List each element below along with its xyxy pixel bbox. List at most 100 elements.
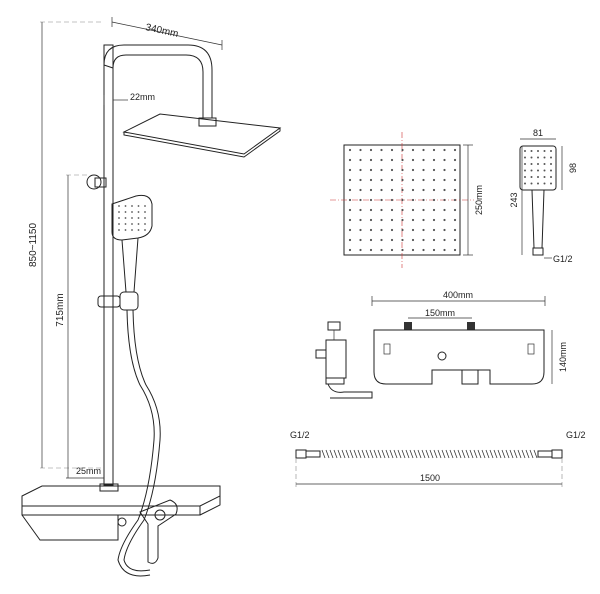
nozzle-dot — [401, 148, 404, 152]
hand-nozzle-dot — [524, 163, 526, 165]
hand-nozzle-dot — [131, 229, 133, 231]
hand-nozzle-dot — [118, 217, 120, 219]
hose-coil-segment — [397, 449, 402, 459]
nozzle-dot — [359, 158, 362, 162]
hand-nozzle-dot — [131, 217, 133, 219]
hand-nozzle-dot — [131, 205, 133, 207]
hose-coil-segment — [329, 449, 334, 459]
rail-length-label: 715mm — [55, 293, 66, 326]
nozzle-dot — [401, 168, 404, 172]
hose-coil-segment — [533, 449, 538, 459]
nozzle-dot — [390, 218, 394, 222]
bottom-pipe-label: 25mm — [76, 466, 101, 476]
hand-nozzle-dot — [137, 205, 140, 207]
nozzle-dot — [432, 248, 436, 252]
nozzle-dot — [401, 158, 404, 162]
nozzle-dot — [453, 178, 457, 182]
hand-nozzle-dot — [530, 156, 533, 159]
front-knob — [437, 351, 447, 361]
nozzle-dot — [359, 198, 362, 202]
nozzle-dot — [422, 158, 425, 162]
nozzle-dot — [443, 178, 446, 182]
nozzle-dot — [390, 238, 394, 242]
hose-coil-segment — [417, 449, 422, 459]
hose-coil-segment — [473, 449, 478, 459]
hose-coil-segment — [493, 449, 498, 459]
hand-shower — [111, 194, 153, 293]
nozzle-dot — [453, 188, 457, 192]
nozzle-dot — [348, 188, 352, 192]
nozzle-dot — [453, 248, 457, 252]
hand-nozzle-dot — [537, 182, 539, 185]
hand-nozzle-dot — [124, 229, 127, 231]
nozzle-dot — [411, 188, 415, 192]
nozzle-dot — [348, 198, 352, 202]
nozzle-dot — [422, 248, 425, 252]
hand-nozzle-dot — [537, 150, 539, 152]
hose-coil-segment — [345, 449, 350, 459]
nozzle-dot — [369, 168, 373, 172]
hose-coil-segment — [449, 449, 454, 459]
hand-nozzle-dot — [124, 205, 127, 207]
hose-coil-segment — [361, 449, 366, 459]
hand-nozzle-dot — [530, 176, 533, 178]
nozzle-dot — [380, 218, 383, 222]
hand-width-label: 81 — [533, 128, 543, 138]
hose-coil-segment — [321, 449, 326, 459]
nozzle-dot — [369, 208, 373, 212]
hand-thread-fitting — [532, 247, 544, 256]
nozzle-dot — [380, 158, 383, 162]
hand-nozzle-dot — [524, 176, 526, 178]
hose-coil-segment — [365, 449, 370, 459]
hose-coil-segment — [509, 449, 514, 459]
nozzle-dot — [432, 218, 436, 222]
nozzle-dot — [380, 178, 383, 182]
hand-nozzle-dot — [144, 217, 146, 219]
nozzle-dot — [369, 198, 373, 202]
hand-nozzle-dot — [530, 169, 533, 172]
hose-coil — [321, 449, 538, 459]
inlet-right — [467, 322, 475, 330]
nozzle-dot — [348, 248, 352, 252]
nozzle-dot — [369, 218, 373, 222]
hand-nozzle-dot — [131, 223, 133, 225]
hand-nozzle-dot — [530, 182, 533, 185]
nozzle-dot — [359, 238, 362, 242]
column-collar — [99, 483, 119, 492]
shower-hose — [117, 309, 155, 577]
hose-coil-segment — [389, 449, 394, 459]
hand-nozzle-dot — [118, 229, 120, 231]
nozzle-dot — [443, 198, 446, 202]
hand-nozzle-dot — [550, 176, 552, 178]
thermostat-side-view — [315, 321, 373, 399]
nozzle-dot — [359, 168, 362, 172]
nozzle-dot — [453, 158, 457, 162]
hand-nozzle-dot — [537, 163, 539, 165]
hand-nozzle-dot — [524, 169, 526, 172]
diverter-knob — [117, 517, 127, 527]
hand-head-height-label: 98 — [568, 163, 578, 173]
thermostat-front-view: 400mm 150mm 140mm — [371, 290, 568, 385]
shelf-body — [21, 514, 119, 541]
nozzle-dot — [390, 168, 394, 172]
nozzle-dot — [422, 198, 425, 202]
nozzle-dot — [348, 218, 352, 222]
nozzle-dot — [359, 148, 362, 152]
hose-left-thread-label: G1/2 — [290, 430, 310, 440]
nozzle-dot — [390, 228, 394, 232]
hand-nozzle-dot — [530, 163, 533, 165]
hose-coil-segment — [393, 449, 398, 459]
head-size-label: 250mm — [474, 185, 484, 215]
nozzle-dot — [359, 218, 362, 222]
nozzle-dot — [422, 228, 425, 232]
hose-coil-segment — [497, 449, 502, 459]
nozzle-dot — [443, 248, 446, 252]
shower-column-assembly: 340mm 22mm 25mm — [21, 17, 282, 577]
nozzle-dot — [422, 168, 425, 172]
hose-coil-segment — [357, 449, 362, 459]
nozzle-dot — [443, 238, 446, 242]
hose-coil-segment — [477, 449, 482, 459]
hose-coil-segment — [485, 449, 490, 459]
nozzle-dot — [453, 148, 457, 152]
hand-length-label: 243 — [509, 192, 519, 207]
